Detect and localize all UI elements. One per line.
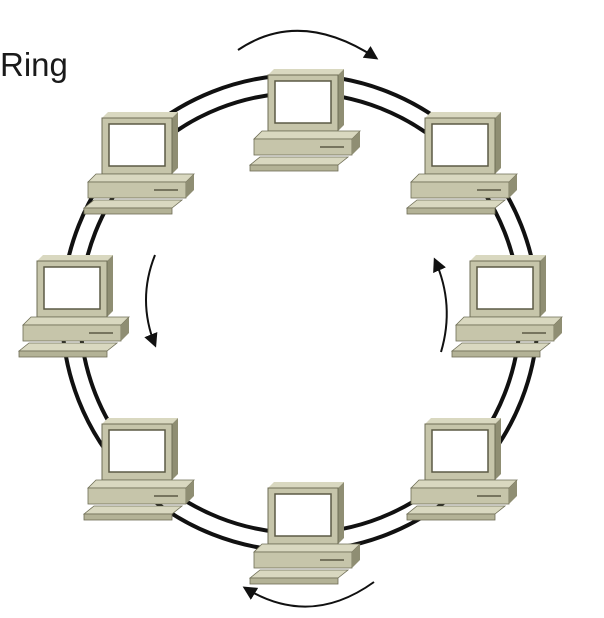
computer-icon-left	[18, 254, 130, 358]
slide-title: Ring	[0, 46, 68, 83]
computer-icon-bottom-right	[406, 417, 518, 521]
computer-icon-top-right	[406, 111, 518, 215]
computer-icon-bottom-left	[83, 417, 195, 521]
flow-arrow-top	[237, 29, 379, 60]
computer-icon-top-left	[83, 111, 195, 215]
computer-icon-top	[249, 68, 361, 172]
flow-arrow-left	[144, 254, 158, 348]
flow-arrow-right	[433, 257, 448, 353]
computer-icon-bottom	[249, 481, 361, 585]
computer-icon-right	[451, 254, 563, 358]
flow-arrow-bottom	[242, 581, 375, 608]
